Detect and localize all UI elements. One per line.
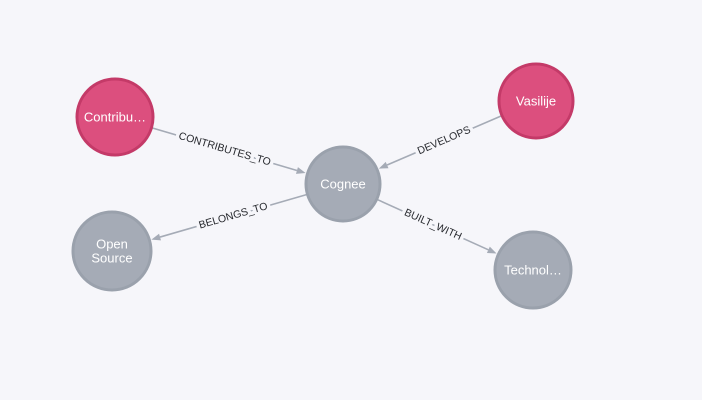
graph-edge-develops[interactable]: DEVELOPS — [378, 115, 502, 169]
edge-label: CONTRIBUTES_TO — [177, 130, 272, 168]
graph-edge-built_with[interactable]: BUILT_WITH — [377, 198, 497, 254]
node-circle[interactable] — [71, 210, 153, 292]
node-circle[interactable] — [493, 230, 573, 310]
node-circle[interactable] — [497, 62, 575, 140]
graph-node-vasilije[interactable]: Vasilije — [497, 62, 575, 140]
graph-node-cognee[interactable]: Cognee — [304, 145, 382, 223]
edge-label: BELONGS_TO — [197, 200, 269, 231]
graph-edge-contributes_to[interactable]: CONTRIBUTES_TO — [152, 126, 306, 174]
node-circle[interactable] — [304, 145, 382, 223]
node-circle[interactable] — [75, 77, 155, 157]
edge-label: DEVELOPS — [416, 124, 473, 157]
edge-label: BUILT_WITH — [402, 207, 463, 243]
graph-edge-belongs_to[interactable]: BELONGS_TO — [151, 193, 307, 241]
graph-node-technologies[interactable]: Technol… — [493, 230, 573, 310]
graph-node-contributors[interactable]: Contribu… — [75, 77, 155, 157]
